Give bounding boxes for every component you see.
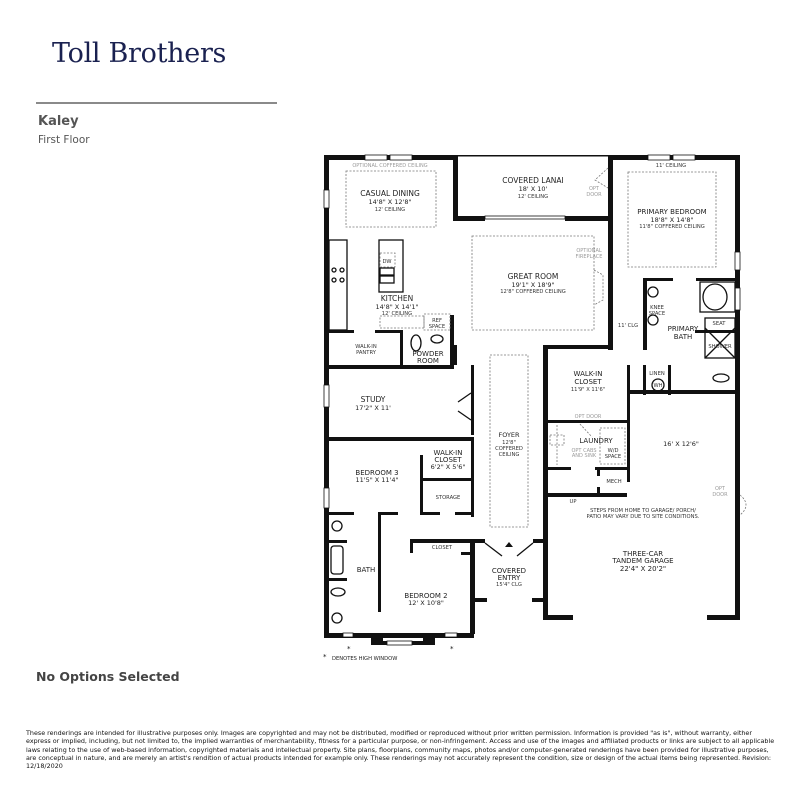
eleven-clg-label: 11' CLG xyxy=(618,323,638,329)
b3-closet: WALK-IN xyxy=(434,449,463,457)
disclaimer: These renderings are intended for illust… xyxy=(26,729,775,771)
bedroom3-label: BEDROOM 3 xyxy=(355,469,398,477)
powder-room-2: ROOM xyxy=(417,357,439,365)
model-name: Kaley xyxy=(38,114,79,129)
primary-closet-dims: 11'9" X 11'6" xyxy=(571,387,605,393)
powder-room: POWDER xyxy=(412,350,443,358)
bedroom3-dims: 11'5" X 11'4" xyxy=(356,476,399,484)
brand-logo: Toll Brothers xyxy=(52,38,227,69)
walk-in-pantry: WALK-IN xyxy=(355,344,377,350)
bedroom2-dims: 12' X 10'8" xyxy=(408,599,444,607)
primary-bedroom-note: 11'8" COFFERED CEILING xyxy=(639,224,705,230)
knee-space-2: SPACE xyxy=(649,311,665,317)
ref-space: REF xyxy=(432,318,442,324)
options-status: No Options Selected xyxy=(36,669,180,684)
covered-entry: COVERED xyxy=(492,567,526,575)
casual-dining-dims: 14'8" X 12'8" xyxy=(369,198,412,206)
opt-door-garage-2: DOOR xyxy=(712,492,728,498)
great-room-note: 12'8" COFFERED CEILING xyxy=(500,289,566,295)
up-label: UP xyxy=(570,499,577,505)
high-window-mark-1: * xyxy=(347,645,351,653)
kitchen-dims: 14'8" X 14'1" xyxy=(376,303,419,311)
opt-door-lanai-2: DOOR xyxy=(586,192,602,198)
storage-label: STORAGE xyxy=(436,495,461,501)
covered-entry-note: 15'4" CLG xyxy=(496,582,522,588)
b2-closet-label: CLOSET xyxy=(432,545,453,551)
dining-optional-ceiling: OPTIONAL COFFERED CEILING xyxy=(352,163,427,169)
opt-cabs-2: AND SINK xyxy=(572,453,597,459)
water-heater-label: WH xyxy=(653,383,662,389)
casual-dining-label: CASUAL DINING xyxy=(360,189,420,198)
shower-label: SHOWER xyxy=(708,344,732,350)
seat-label: SEAT xyxy=(713,321,727,327)
covered-entry-2: ENTRY xyxy=(498,574,521,582)
floor-name: First Floor xyxy=(38,134,90,146)
garage-label: THREE-CAR xyxy=(622,550,663,558)
kitchen-note: 12' CEILING xyxy=(382,311,412,317)
foyer-ceiling-3: CEILING xyxy=(499,452,520,458)
bedroom2-label: BEDROOM 2 xyxy=(404,592,447,600)
garage-bay-dims: 16' X 12'6" xyxy=(663,440,699,448)
b3-closet-2: CLOSET xyxy=(434,456,462,464)
ref-space-2: SPACE xyxy=(429,324,445,330)
primary-closet: WALK-IN xyxy=(574,370,603,378)
opt-door-lanai: OPT xyxy=(589,186,600,192)
b3-closet-dims: 6'2" X 5'6" xyxy=(431,463,466,471)
linen-label: LINEN xyxy=(649,371,665,377)
steps-note-2: PATIO MAY VARY DUE TO SITE CONDITIONS. xyxy=(587,514,700,520)
interior-walls xyxy=(329,278,740,636)
high-window-legend: DENOTES HIGH WINDOW xyxy=(332,656,397,662)
study-label: STUDY xyxy=(361,395,386,404)
wd-space: W/D xyxy=(608,448,619,454)
opt-cabs: OPT CABS xyxy=(571,448,596,454)
optional-fireplace: OPTIONAL xyxy=(576,248,602,254)
steps-note: STEPS FROM HOME TO GARAGE/ PORCH/ xyxy=(590,508,696,514)
walk-in-pantry-2: PANTRY xyxy=(356,350,377,356)
wd-space-2: SPACE xyxy=(605,454,621,460)
covered-lanai-note: 12' CEILING xyxy=(518,194,548,200)
optional-fireplace-2: FIREPLACE xyxy=(576,254,603,260)
dishwasher-label: DW xyxy=(382,259,391,265)
kitchen-label: KITCHEN xyxy=(381,294,414,303)
great-room-label: GREAT ROOM xyxy=(508,272,559,281)
opt-door-garage: OPT xyxy=(715,486,726,492)
study-dims: 17'2" X 11' xyxy=(355,404,391,412)
foyer-ceiling-2: COFFERED xyxy=(495,446,523,452)
great-room-dims: 19'1" X 18'9" xyxy=(512,281,555,289)
covered-lanai-label: COVERED LANAI xyxy=(502,176,563,185)
knee-space: KNEE xyxy=(650,305,664,311)
primary-bedroom-label: PRIMARY BEDROOM xyxy=(637,208,706,216)
room-labels: OPTIONAL COFFERED CEILING CASUAL DINING … xyxy=(323,163,732,662)
primary-bedroom-dims: 18'8" X 14'8" xyxy=(651,216,694,224)
laundry-label: LAUNDRY xyxy=(579,437,613,445)
primary-closet-2: CLOSET xyxy=(574,378,602,386)
garage-dims: 22'4" X 20'2" xyxy=(620,565,666,573)
casual-dining-note: 12' CEILING xyxy=(375,207,405,213)
opt-door-laundry: OPT DOOR xyxy=(575,414,602,420)
foyer-label: FOYER xyxy=(498,431,520,439)
primary-bath-2: BATH xyxy=(674,333,693,341)
high-window-mark-2: * xyxy=(450,645,454,653)
bath-label: BATH xyxy=(357,566,376,574)
fixtures xyxy=(328,167,747,624)
windows xyxy=(323,154,741,646)
covered-lanai-dims: 18' X 10' xyxy=(519,185,548,193)
garage-label-2: TANDEM GARAGE xyxy=(611,557,673,565)
legend-asterisk: * xyxy=(323,653,327,661)
mech-label: MECH xyxy=(606,479,621,485)
header-divider xyxy=(36,102,277,104)
foyer-ceiling: 12'8" xyxy=(502,440,516,446)
primary-bath: PRIMARY xyxy=(668,325,699,333)
primary-bedroom-ceiling: 11' CEILING xyxy=(656,163,686,169)
